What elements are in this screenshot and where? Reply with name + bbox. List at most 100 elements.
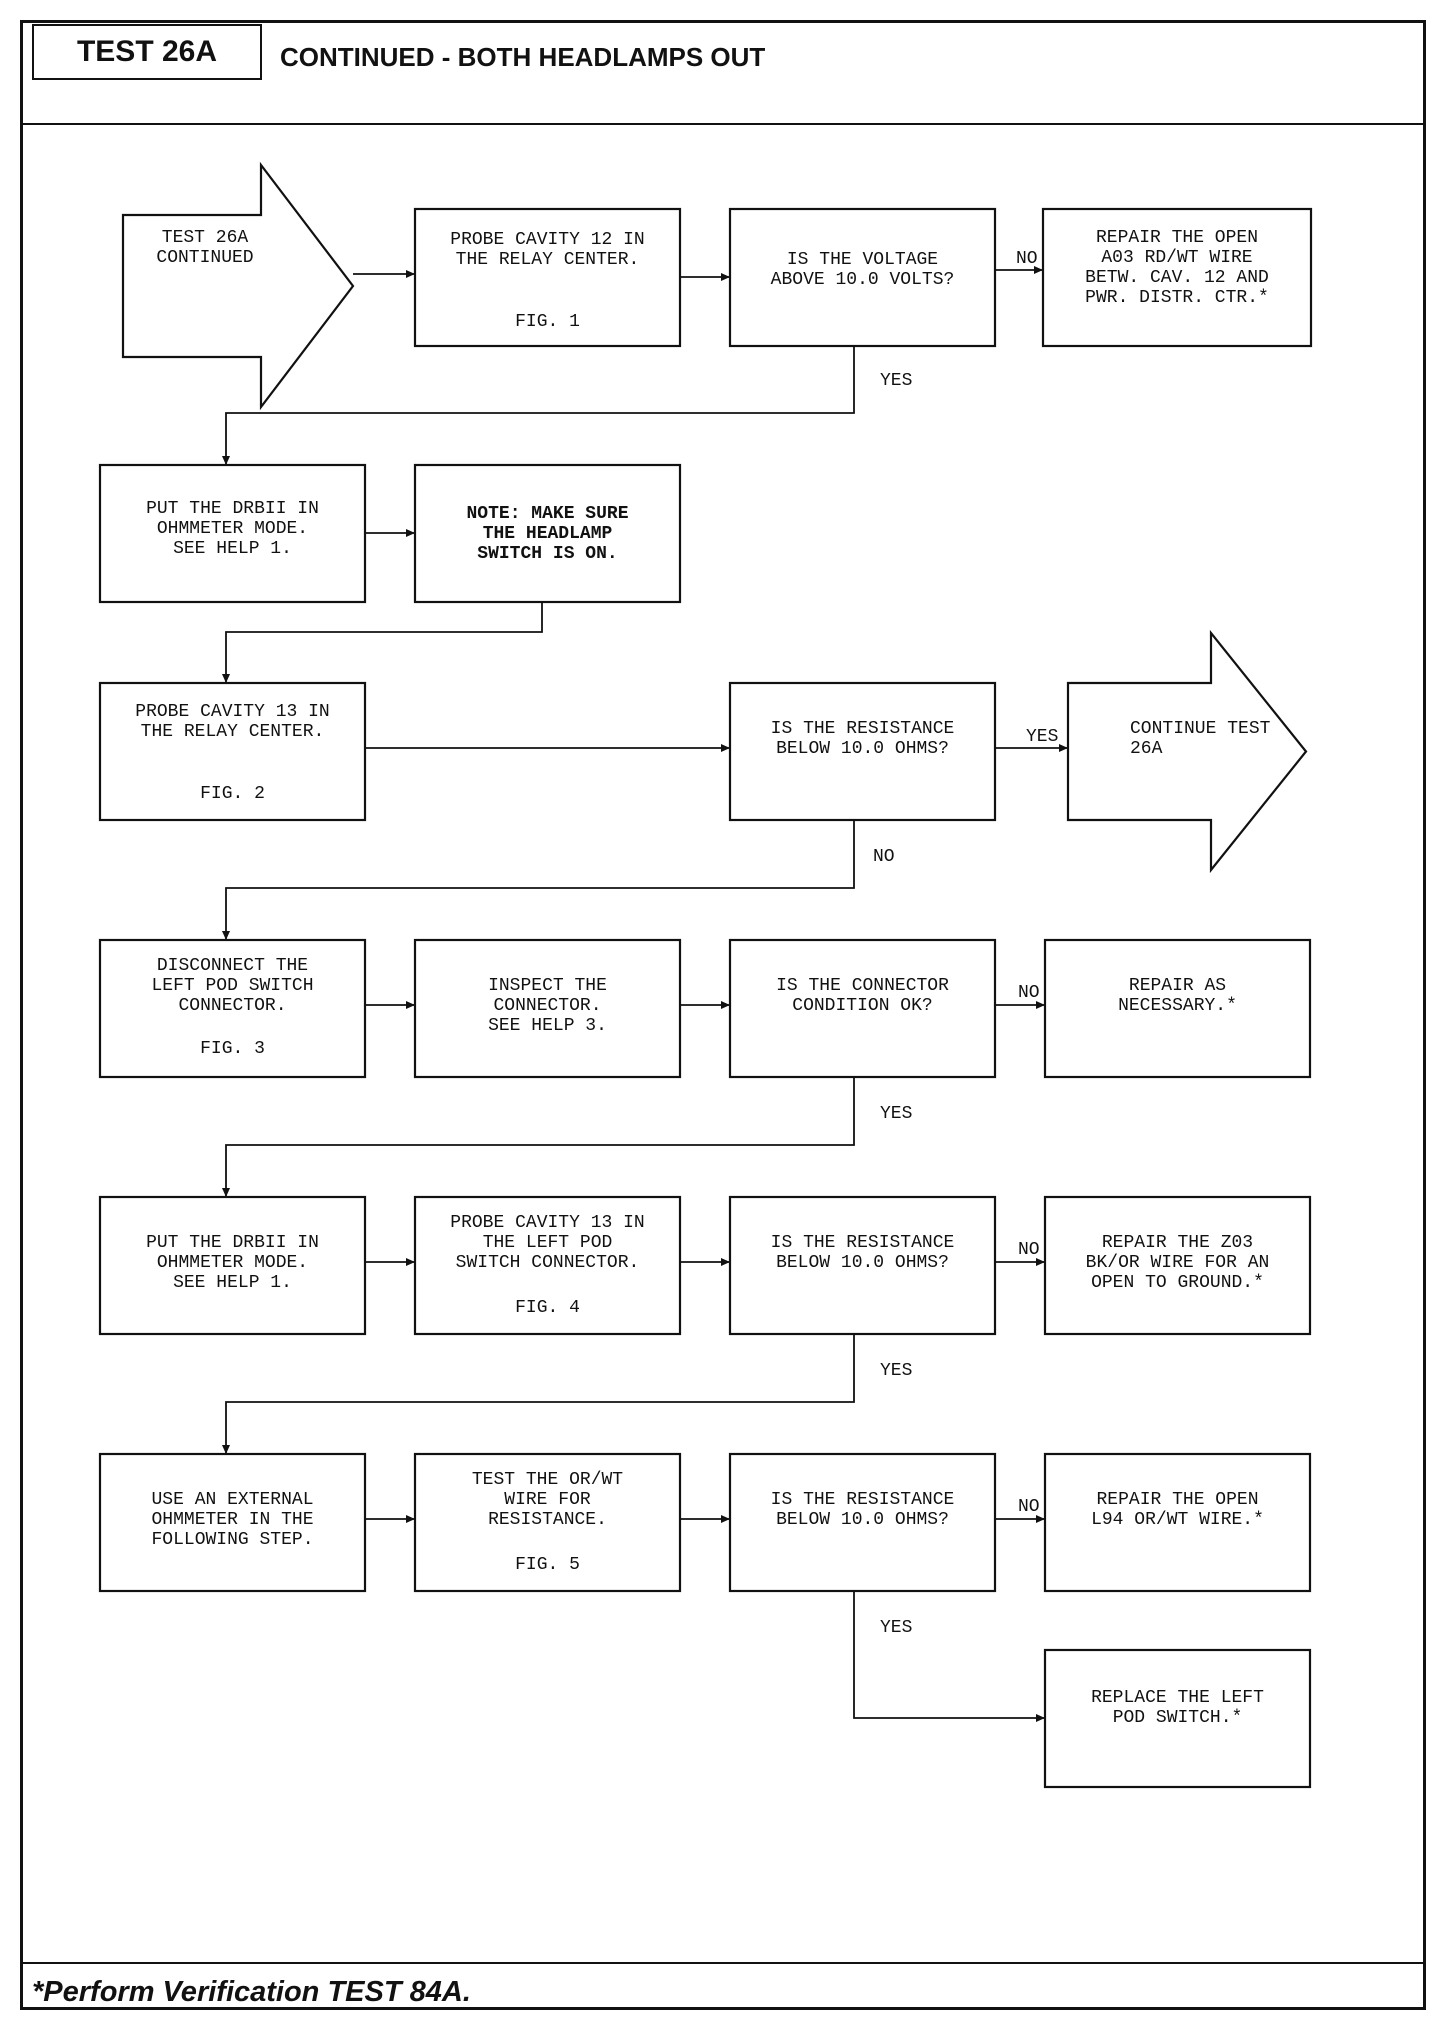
node-text-drb-ohm2-0: PUT THE DRBII IN (146, 1233, 319, 1253)
node-text-continue-0: CONTINUE TEST (1130, 719, 1271, 739)
node-text-continue-1: 26A (1130, 739, 1163, 759)
node-text-res3-1: BELOW 10.0 OHMS? (776, 1510, 949, 1530)
node-shape-inspect (413, 938, 682, 1079)
node-text-inspect-0: INSPECT THE (488, 976, 607, 996)
node-text-repair-z03-1: BK/OR WIRE FOR AN (1086, 1253, 1270, 1273)
node-text-note-switch-2: SWITCH IS ON. (477, 544, 617, 564)
node-shape-ext-ohm (98, 1452, 367, 1593)
node-shape-conn-ok (728, 938, 997, 1079)
node-text-repair-a03-0: REPAIR THE OPEN (1096, 228, 1258, 248)
node-text-voltage-0: IS THE VOLTAGE (787, 250, 938, 270)
edge-label-res2-to-repair_z03: NO (1018, 1240, 1040, 1260)
node-text-repair-l94-0: REPAIR THE OPEN (1096, 1490, 1258, 1510)
node-text-note-switch-1: THE HEADLAMP (483, 524, 613, 544)
node-text-repair-nec-0: REPAIR AS (1129, 976, 1226, 996)
node-text-probe13-pod-4: FIG. 4 (515, 1298, 580, 1318)
node-shape-drb-ohm1 (98, 463, 367, 604)
node-text-probe13-1: THE RELAY CENTER. (141, 722, 325, 742)
footer-note: *Perform Verification TEST 84A. (32, 1976, 471, 2008)
node-shape-repair-a03 (1041, 207, 1313, 348)
edge-label-res3-to-repair_l94: NO (1018, 1497, 1040, 1517)
node-text-start-1: CONTINUED (156, 248, 253, 268)
node-text-voltage-1: ABOVE 10.0 VOLTS? (771, 270, 955, 290)
node-text-probe13-pod-2: SWITCH CONNECTOR. (456, 1253, 640, 1273)
node-text-replace-pod-0: REPLACE THE LEFT (1091, 1688, 1264, 1708)
node-text-probe13-3: FIG. 2 (200, 784, 265, 804)
node-text-test-orwt-1: WIRE FOR (504, 1490, 591, 1510)
node-text-res1-1: BELOW 10.0 OHMS? (776, 739, 949, 759)
node-shape-res2 (728, 1195, 997, 1336)
node-text-res3-0: IS THE RESISTANCE (771, 1490, 955, 1510)
node-text-ext-ohm-1: OHMMETER IN THE (151, 1510, 313, 1530)
node-text-res2-1: BELOW 10.0 OHMS? (776, 1253, 949, 1273)
node-shape-drb-ohm2 (98, 1195, 367, 1336)
node-text-probe13-pod-0: PROBE CAVITY 13 IN (450, 1213, 644, 1233)
node-shape-res3 (728, 1452, 997, 1593)
edge-label-res2-to-ext_ohm: YES (880, 1361, 912, 1381)
edge-label-res1-to-continue: YES (1026, 727, 1058, 747)
edges-layer (222, 266, 1068, 1722)
node-text-note-switch-0: NOTE: MAKE SURE (466, 504, 628, 524)
node-shape-continue (1066, 629, 1308, 874)
node-text-replace-pod-1: POD SWITCH.* (1113, 1708, 1243, 1728)
node-text-drb-ohm2-1: OHMMETER MODE. (157, 1253, 308, 1273)
footer-divider (20, 1962, 1426, 1964)
node-text-drb-ohm1-1: OHMMETER MODE. (157, 519, 308, 539)
header-divider (20, 123, 1426, 125)
node-text-drb-ohm1-0: PUT THE DRBII IN (146, 499, 319, 519)
node-text-probe13-0: PROBE CAVITY 13 IN (135, 702, 329, 722)
node-text-repair-l94-1: L94 OR/WT WIRE.* (1091, 1510, 1264, 1530)
node-shape-disconnect (98, 938, 367, 1079)
edge-res3-to-replace_pod (853, 1591, 1045, 1722)
edge-voltage-to-drb_ohm1 (222, 346, 855, 465)
node-text-drb-ohm1-2: SEE HELP 1. (173, 539, 292, 559)
node-shape-repair-nec (1043, 938, 1312, 1079)
node-text-conn-ok-1: CONDITION OK? (792, 996, 932, 1016)
node-text-repair-nec-1: NECESSARY.* (1118, 996, 1237, 1016)
node-text-res1-0: IS THE RESISTANCE (771, 719, 955, 739)
node-shape-start (121, 161, 355, 411)
node-shape-probe13-pod (413, 1195, 682, 1336)
node-shape-voltage (728, 207, 997, 348)
node-shape-replace-pod (1043, 1648, 1312, 1789)
edge-label-voltage-to-repair_a03: NO (1016, 249, 1038, 269)
node-text-probe12-0: PROBE CAVITY 12 IN (450, 230, 644, 250)
page-title: CONTINUED - BOTH HEADLAMPS OUT (280, 42, 766, 72)
node-shape-repair-z03 (1043, 1195, 1312, 1336)
node-shape-note-switch (413, 463, 682, 604)
page-frame (20, 20, 1426, 2010)
node-shape-probe12 (413, 207, 682, 348)
node-text-res2-0: IS THE RESISTANCE (771, 1233, 955, 1253)
node-text-inspect-2: SEE HELP 3. (488, 1016, 607, 1036)
node-text-disconnect-2: CONNECTOR. (178, 996, 286, 1016)
node-text-repair-z03-2: OPEN TO GROUND.* (1091, 1273, 1264, 1293)
node-text-test-orwt-2: RESISTANCE. (488, 1510, 607, 1530)
node-text-ext-ohm-0: USE AN EXTERNAL (151, 1490, 313, 1510)
node-shape-repair-l94 (1043, 1452, 1312, 1593)
node-text-conn-ok-0: IS THE CONNECTOR (776, 976, 949, 996)
node-text-start-0: TEST 26A (162, 228, 249, 248)
edge-label-voltage-to-drb_ohm1: YES (880, 371, 912, 391)
node-text-disconnect-1: LEFT POD SWITCH (151, 976, 313, 996)
edge-res2-to-ext_ohm (222, 1334, 855, 1454)
node-text-probe13-pod-1: THE LEFT POD (483, 1233, 613, 1253)
node-text-repair-a03-1: A03 RD/WT WIRE (1101, 248, 1252, 268)
node-shape-test-orwt (413, 1452, 682, 1593)
